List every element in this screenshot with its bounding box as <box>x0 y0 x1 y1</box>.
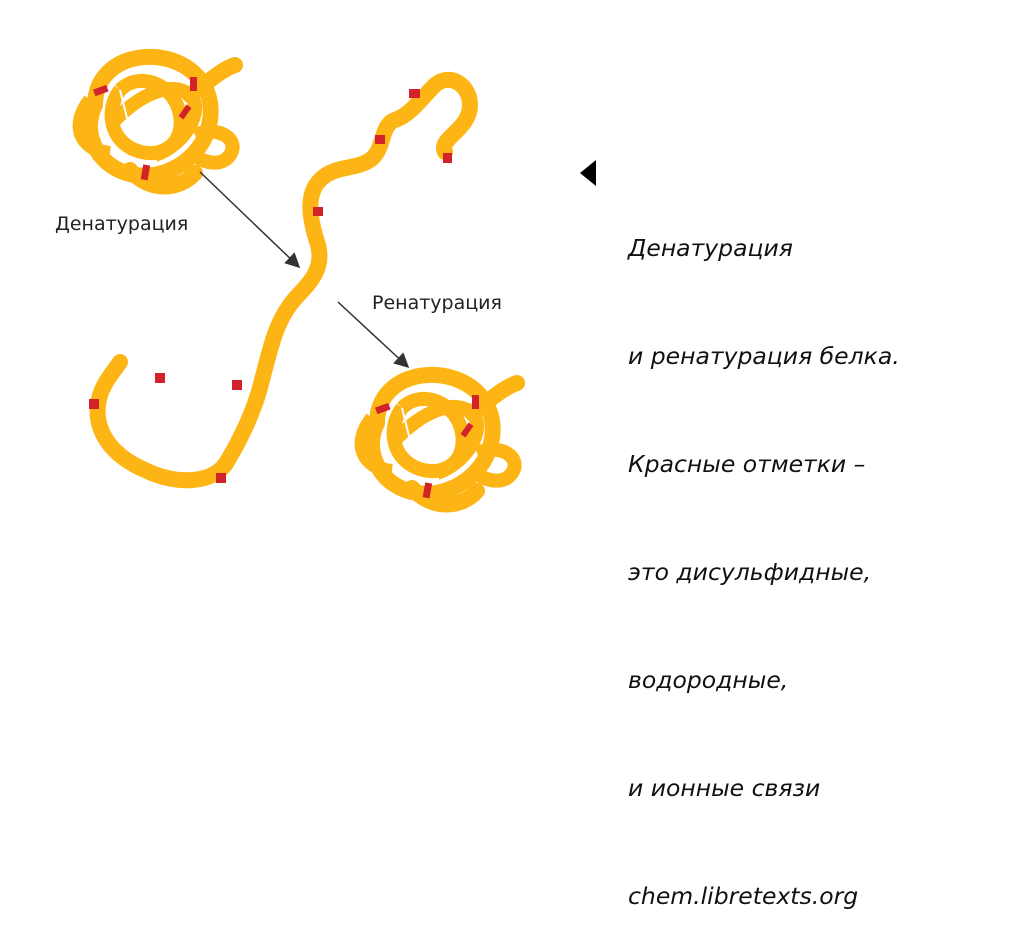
bond-mark <box>375 135 385 144</box>
denatured-chain <box>89 71 479 489</box>
caption-source: chem.libretexts.org <box>628 882 859 910</box>
protein-diagram <box>0 0 596 551</box>
caption-line: Красные отметки – <box>628 450 866 478</box>
folded-protein-top <box>80 57 235 187</box>
folded-protein-bottom <box>362 375 517 505</box>
bond-mark <box>216 473 226 483</box>
bond-mark <box>443 153 452 163</box>
caption-line: и ренатурация белка. <box>628 342 900 370</box>
caption-line: водородные, <box>628 666 789 694</box>
bond-mark <box>313 207 323 216</box>
caption-line: и ионные связи <box>628 774 821 802</box>
bond-mark <box>409 89 420 98</box>
bond-mark <box>232 380 242 390</box>
bond-mark <box>89 399 99 409</box>
caption-line: Денатурация <box>628 234 793 262</box>
bond-mark <box>155 373 165 383</box>
caption: Денатурация и ренатурация белка. Красные… <box>628 158 900 950</box>
renaturation-arrow <box>337 301 410 369</box>
renaturation-label: Ренатурация <box>372 292 502 314</box>
caption-line: это дисульфидные, <box>628 558 872 586</box>
denaturation-arrow <box>199 171 301 269</box>
pointer-triangle-icon <box>580 160 596 186</box>
denaturation-label: Денатурация <box>55 213 189 235</box>
